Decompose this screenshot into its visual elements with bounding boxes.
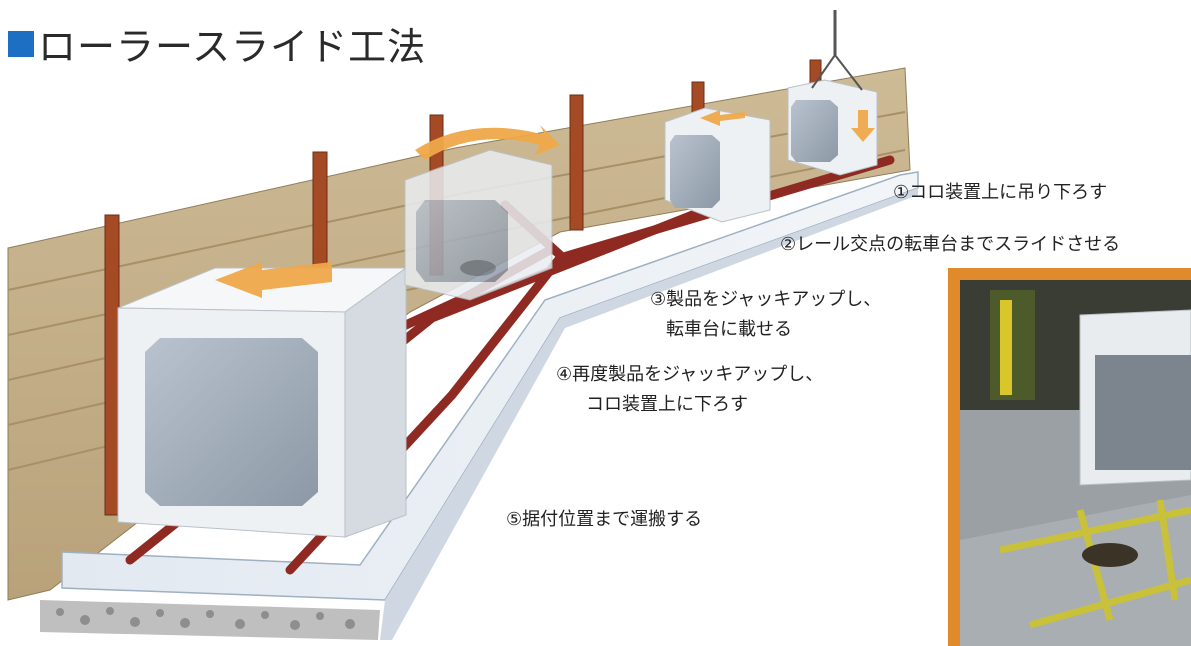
box-culvert-turning	[404, 149, 553, 301]
step-3-line-2: 転車台に載せる	[666, 319, 792, 340]
step-1-line-1: ①コロ装置上に吊り下ろす	[893, 182, 1108, 203]
title-text: ローラースライド工法	[38, 25, 427, 69]
page-title: ローラースライド工法	[8, 16, 426, 71]
gravel-stones	[56, 607, 355, 630]
foundation-slab	[61, 171, 919, 601]
step-5-caption: ⑤据付位置まで運搬する	[506, 505, 702, 535]
gravel-bed	[40, 600, 380, 640]
motion-arrows	[215, 110, 875, 298]
step-4-line-1: ④再度製品をジャッキアップし、	[556, 364, 824, 385]
site-photo-image	[960, 280, 1191, 646]
step-2-line-1: ②レール交点の転車台までスライドさせる	[780, 234, 1121, 255]
step-2-caption: ②レール交点の転車台までスライドさせる	[780, 230, 1120, 260]
step-4-caption: ④再度製品をジャッキアップし、 コロ装置上に下ろす	[556, 360, 823, 420]
step-1-caption: ①コロ装置上に吊り下ろす	[893, 178, 1107, 208]
step-5-line-1: ⑤据付位置まで運搬する	[506, 509, 703, 530]
title-square-icon	[8, 30, 34, 57]
step-3-line-1: ③製品をジャッキアップし、	[650, 289, 882, 310]
box-culvert-front	[117, 267, 408, 538]
step-3-caption: ③製品をジャッキアップし、 転車台に載せる	[650, 285, 881, 345]
box-culvert-middle	[664, 107, 771, 223]
step-4-line-2: コロ装置上に下ろす	[586, 394, 748, 415]
site-photo	[948, 268, 1191, 646]
site-photo-drawing	[960, 280, 1191, 646]
box-culvert-hoisted	[787, 10, 878, 176]
